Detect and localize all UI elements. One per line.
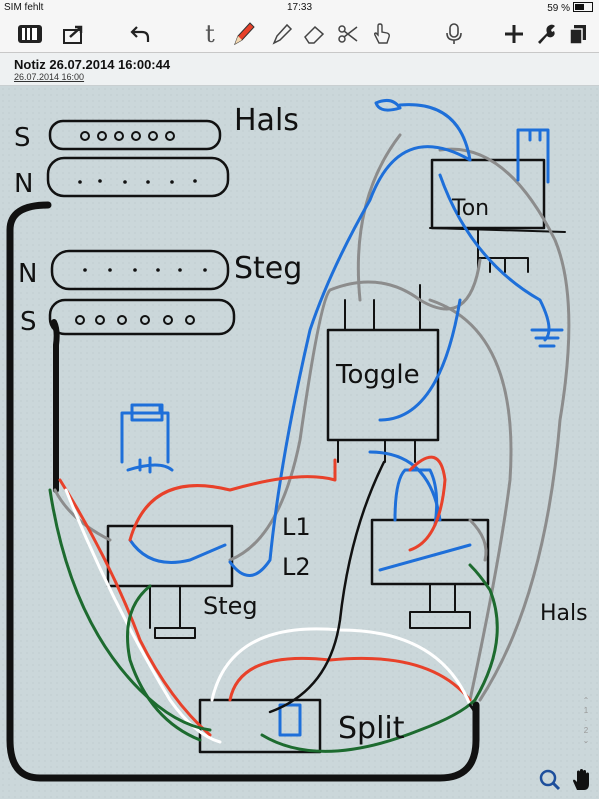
share-icon bbox=[63, 25, 83, 44]
pointer-tool-button[interactable] bbox=[368, 20, 396, 48]
status-bar: SIM fehlt 17:33 59 % bbox=[0, 0, 599, 16]
wiring-sketch: Hals S N N S Steg Toggle Ton L1 L2 Steg … bbox=[6, 98, 588, 782]
label-n-bridge: N bbox=[18, 259, 37, 289]
label-n-neck: N bbox=[14, 169, 33, 199]
add-button[interactable] bbox=[500, 20, 528, 48]
undo-button[interactable] bbox=[126, 20, 154, 48]
carrier-label: SIM fehlt bbox=[4, 2, 44, 13]
label-toggle: Toggle bbox=[335, 360, 420, 390]
undo-icon bbox=[130, 26, 150, 42]
note-title: Notiz 26.07.2014 16:00:44 bbox=[14, 57, 171, 72]
ground-wire bbox=[6, 201, 480, 782]
microphone-icon bbox=[446, 23, 462, 44]
note-date-link[interactable]: 26.07.2014 16:00 bbox=[14, 72, 85, 82]
scissors-tool-button[interactable] bbox=[334, 20, 362, 48]
label-hals: Hals bbox=[234, 103, 299, 138]
neck-pickup bbox=[46, 119, 230, 198]
neck-volume-pot bbox=[370, 518, 490, 586]
page-current: 1 bbox=[583, 706, 589, 715]
library-button[interactable] bbox=[16, 20, 44, 48]
note-header: Notiz 26.07.2014 16:00:44 26.07.2014 16:… bbox=[0, 53, 599, 86]
bridge-volume-pot bbox=[106, 524, 234, 588]
wrench-icon bbox=[538, 24, 555, 44]
toggle-switch bbox=[326, 328, 440, 442]
text-tool-button[interactable]: t bbox=[196, 20, 224, 48]
toolbar: t bbox=[0, 16, 599, 53]
label-l1: L1 bbox=[282, 513, 311, 541]
label-s-bridge: S bbox=[20, 307, 37, 337]
battery-percent: 59 % bbox=[547, 3, 570, 14]
label-split: Split bbox=[338, 711, 405, 746]
page-total: 2 bbox=[583, 726, 589, 735]
add-icon bbox=[505, 25, 523, 43]
drawing-canvas[interactable]: Hals S N N S Steg Toggle Ton L1 L2 Steg … bbox=[0, 86, 599, 799]
highlighter-tool-button[interactable] bbox=[268, 20, 296, 48]
eraser-tool-button[interactable] bbox=[300, 20, 328, 48]
label-ton: Ton bbox=[451, 196, 489, 221]
label-s-neck: S bbox=[14, 123, 31, 153]
scissors-tool-icon bbox=[338, 25, 358, 43]
hand-button[interactable] bbox=[570, 768, 594, 792]
split-switch bbox=[198, 698, 322, 754]
highlighter-tool-icon bbox=[272, 23, 293, 45]
share-button[interactable] bbox=[60, 20, 88, 48]
zoom-button[interactable] bbox=[538, 768, 562, 792]
battery-icon bbox=[573, 2, 593, 12]
clock: 17:33 bbox=[286, 2, 313, 13]
eraser-tool-icon bbox=[304, 25, 325, 44]
battery-indicator: 59 % bbox=[547, 2, 593, 14]
pen-tool-icon bbox=[234, 22, 255, 46]
bridge-pickup bbox=[48, 249, 236, 336]
magnifier-icon bbox=[539, 769, 561, 791]
library-icon bbox=[18, 25, 42, 43]
microphone-button[interactable] bbox=[440, 20, 468, 48]
pages-button[interactable] bbox=[564, 20, 592, 48]
settings-button[interactable] bbox=[532, 20, 560, 48]
label-l2: L2 bbox=[282, 553, 311, 581]
text-tool-icon: t bbox=[205, 20, 215, 48]
label-steg: Steg bbox=[234, 251, 302, 286]
label-hals-pot: Hals bbox=[540, 601, 588, 626]
page-indicator: ⌃ 1 · 2 ⌄ bbox=[580, 696, 592, 746]
label-steg-pot: Steg bbox=[203, 592, 258, 620]
hand-icon bbox=[573, 769, 589, 790]
pages-icon bbox=[569, 25, 586, 45]
hand-pointer-tool-icon bbox=[373, 23, 390, 44]
pen-tool-button[interactable] bbox=[230, 20, 258, 48]
